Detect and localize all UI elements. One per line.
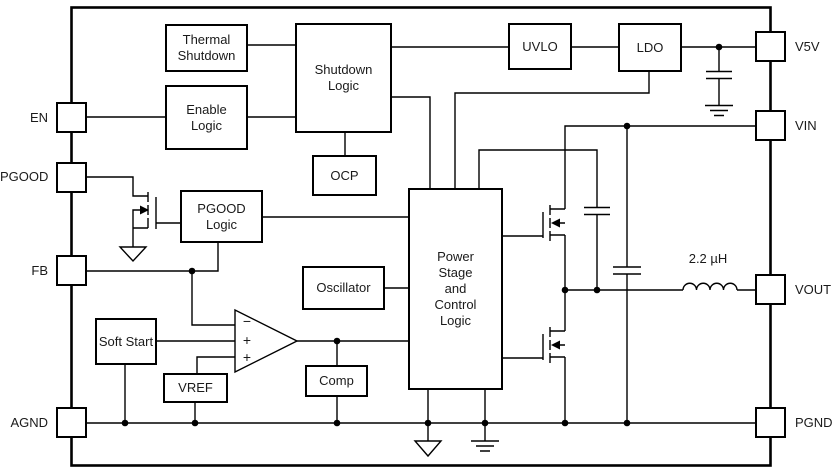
pin-pgood <box>56 162 87 193</box>
block-ocp: OCP <box>312 155 377 196</box>
v5v-capacitor <box>706 47 732 106</box>
wire-switch-node <box>564 235 683 331</box>
block-enable-logic: Enable Logic <box>165 85 248 150</box>
pin-label-vin: VIN <box>795 118 817 133</box>
pin-v5v <box>755 31 786 62</box>
block-shutdown-logic: Shutdown Logic <box>295 23 392 133</box>
block-label: Oscillator <box>316 280 371 295</box>
pin-vin <box>755 110 786 141</box>
pin-label-en: EN <box>29 110 48 125</box>
high-side-nmos-icon <box>503 205 565 241</box>
block-label: Thermal Shutdown <box>177 32 236 63</box>
wire-vin-feed <box>564 125 755 209</box>
ground-triangle-icon-pgood <box>118 246 148 263</box>
input-capacitor <box>613 126 641 423</box>
error-amp-icon <box>157 308 408 374</box>
error-amp-minus-sign: − <box>242 313 252 329</box>
block-oscillator: Oscillator <box>302 266 385 310</box>
pin-label-pgood: PGOOD <box>0 169 49 184</box>
block-label: UVLO <box>522 38 558 54</box>
block-label: Comp <box>319 373 354 388</box>
block-label: Power Stage and Control Logic <box>434 249 477 328</box>
chip-outline <box>70 6 772 467</box>
block-label: LDO <box>636 39 664 55</box>
pgood-nmos-icon <box>132 192 180 247</box>
block-power-stage: Power Stage and Control Logic <box>408 188 503 390</box>
ground-earth-icon-v5v <box>705 104 733 117</box>
block-soft-start: Soft Start <box>95 318 157 365</box>
pin-label-v5v: V5V <box>795 39 820 54</box>
wire-power-stage-gnd-legs <box>427 390 486 441</box>
block-label: VREF <box>178 380 213 395</box>
wire-fb-net <box>87 243 235 326</box>
error-amp-plus-sign-mid: + <box>242 332 252 348</box>
wire-pgood-pin-to-fet <box>87 176 148 197</box>
block-vref: VREF <box>163 373 228 403</box>
block-thermal-shutdown: Thermal Shutdown <box>165 24 248 72</box>
wire-ldo-to-power-stage <box>454 72 650 189</box>
pin-vout <box>755 274 786 305</box>
block-pgood-logic: PGOOD Logic <box>180 190 263 243</box>
block-comp: Comp <box>305 365 368 397</box>
block-ldo: LDO <box>618 23 682 72</box>
error-amp-plus-sign-bottom: + <box>242 349 252 365</box>
wire-shutdown-to-power-stage <box>392 96 431 189</box>
block-label: OCP <box>330 167 359 183</box>
wire-bootstrap <box>478 149 598 208</box>
block-label: Shutdown Logic <box>314 62 373 93</box>
low-side-nmos-icon <box>503 327 565 363</box>
junction-dots <box>121 43 723 427</box>
pin-label-agnd: AGND <box>10 415 48 430</box>
ground-triangle-icon-agnd <box>413 440 443 458</box>
bootstrap-capacitor <box>584 206 610 290</box>
block-label: Enable Logic <box>186 101 227 133</box>
pin-pgnd <box>755 407 786 438</box>
inductor-value-label: 2.2 µH <box>688 251 728 266</box>
pin-label-vout: VOUT <box>795 282 832 297</box>
block-uvlo: UVLO <box>508 23 572 70</box>
pin-fb <box>56 255 87 286</box>
pin-label-fb: FB <box>31 263 48 278</box>
inductor-icon <box>682 282 755 291</box>
pin-agnd <box>56 407 87 438</box>
ground-earth-icon-pgnd <box>471 440 499 452</box>
pin-label-pgnd: PGND <box>795 415 833 430</box>
block-label: Soft Start <box>98 333 154 349</box>
pin-en <box>56 102 87 133</box>
block-label: PGOOD Logic <box>197 200 246 232</box>
